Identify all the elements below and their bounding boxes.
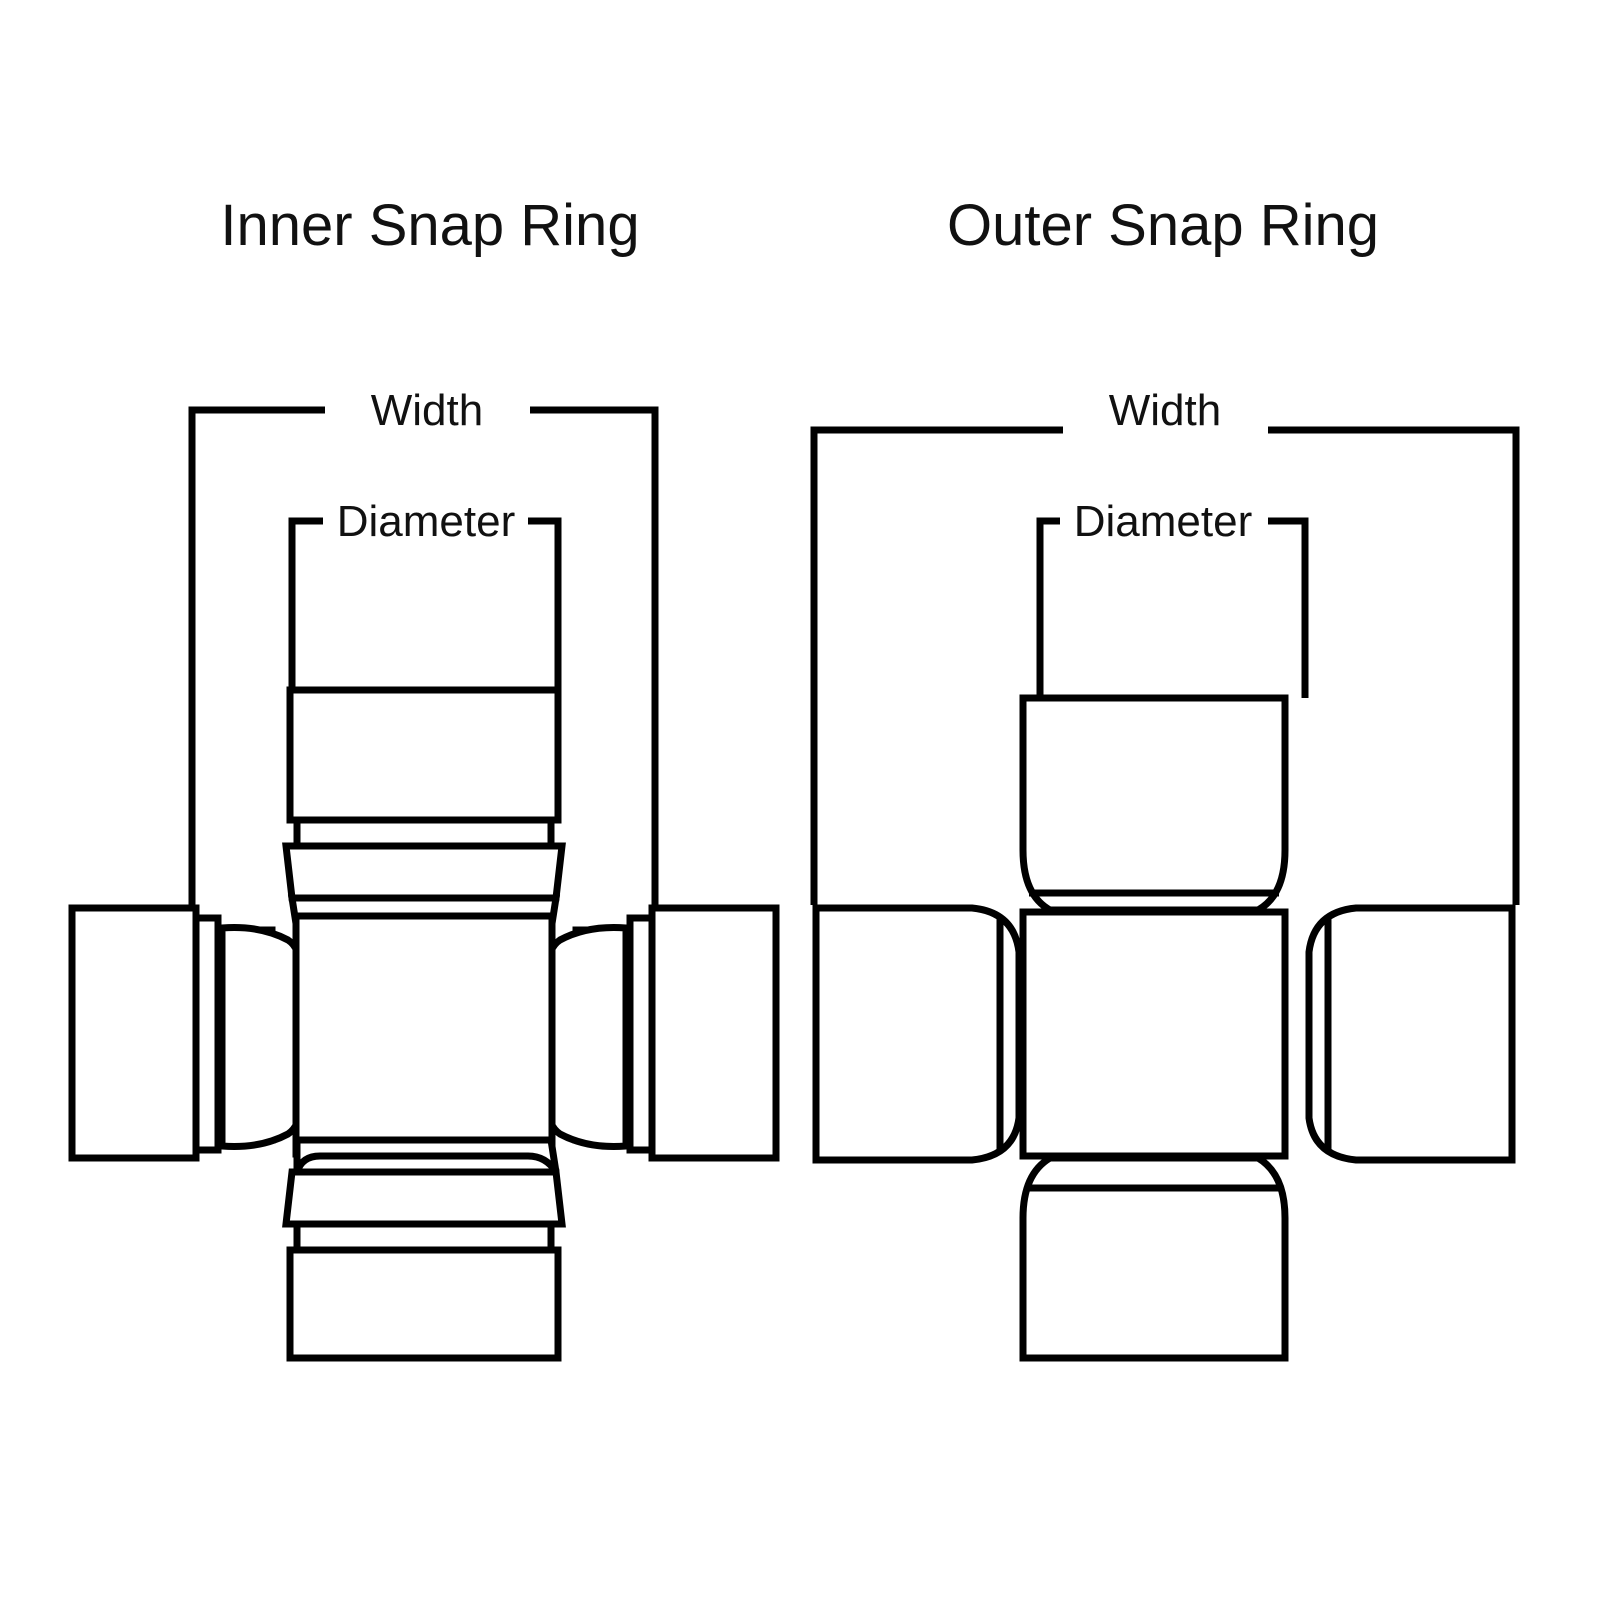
diagram-outer-snap-ring: Outer Snap Ring Width Diameter — [810, 193, 1520, 1362]
bearing-cap-body-bottom-inner — [286, 1246, 562, 1362]
left-bearing-cap-outer — [812, 904, 1023, 1164]
snap-ring-band-left-inner — [192, 914, 222, 1154]
diameter-bracket-right-inner — [528, 517, 562, 690]
top-bearing-cap-inner — [282, 686, 566, 950]
title-inner-snap-ring: Inner Snap Ring — [220, 193, 639, 258]
bearing-cap-body-left-outer — [812, 904, 1023, 1164]
title-outer-snap-ring: Outer Snap Ring — [947, 193, 1379, 258]
bottom-bearing-cap-inner — [282, 1136, 566, 1362]
diagram-inner-snap-ring: Inner Snap Ring Width Diameter — [68, 193, 780, 1362]
seal-taper-bottom-inner — [282, 1168, 566, 1228]
diameter-bracket-left-inner — [288, 517, 323, 690]
diameter-label-inner: Diameter — [337, 497, 516, 546]
bearing-cap-body-top-outer — [1019, 694, 1289, 914]
diameter-dimension-inner: Diameter — [288, 497, 562, 690]
bearing-cap-body-right-inner — [648, 904, 780, 1162]
seal-taper-left-inner — [218, 924, 304, 1150]
snap-ring-band-top-inner — [293, 816, 555, 850]
width-dimension-outer: Width — [810, 386, 1520, 905]
width-bracket-right-outer — [1268, 426, 1520, 905]
width-label-outer: Width — [1109, 386, 1221, 435]
left-bearing-cap-inner — [68, 904, 304, 1162]
width-bracket-left-inner — [188, 406, 325, 905]
bearing-cap-body-left-inner — [68, 904, 200, 1162]
bottom-bearing-cap-outer — [1019, 1154, 1289, 1362]
seal-taper-right-inner — [544, 924, 630, 1150]
top-bearing-cap-outer — [1019, 694, 1289, 914]
cross-body-outer — [1019, 908, 1289, 1160]
diameter-bracket-right-outer — [1268, 517, 1309, 698]
cross-body-inner — [292, 912, 556, 1158]
cap-lip-bottom-inner — [293, 1136, 560, 1174]
right-bearing-cap-inner — [544, 904, 780, 1162]
seal-taper-top-inner — [282, 842, 566, 902]
width-bracket-left-outer — [810, 426, 1063, 905]
diameter-label-outer: Diameter — [1074, 497, 1253, 546]
bearing-cap-body-top-inner — [286, 686, 562, 824]
diameter-bracket-left-outer — [1036, 517, 1060, 698]
snap-ring-band-bottom-inner — [293, 1220, 555, 1254]
bearing-cap-body-bottom-outer — [1019, 1154, 1289, 1362]
bearing-cap-body-right-outer — [1305, 904, 1516, 1164]
width-bracket-right-inner — [530, 406, 659, 905]
width-dimension-inner: Width — [188, 386, 659, 905]
diameter-dimension-outer: Diameter — [1036, 497, 1309, 698]
right-bearing-cap-outer — [1305, 904, 1516, 1164]
width-label-inner: Width — [371, 386, 483, 435]
